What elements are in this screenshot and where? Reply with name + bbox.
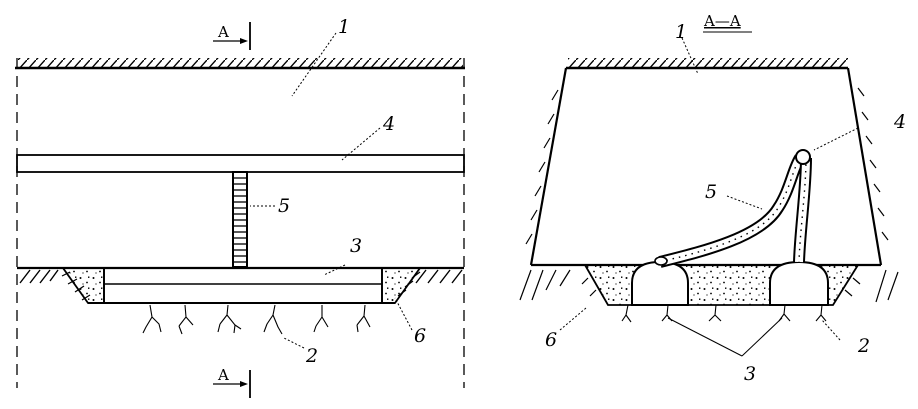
left-label-4: 4: [382, 113, 395, 135]
roots-left: [142, 304, 371, 335]
left-label-5: 5: [278, 195, 290, 217]
right-trench-side-hatching: [581, 277, 861, 297]
crossbar-4: [16, 154, 465, 173]
trench-side-hatching: [61, 271, 421, 301]
left-label-1: 1: [338, 16, 350, 38]
right-label-4: 4: [893, 111, 906, 133]
right-leader-lines: [559, 37, 859, 357]
tunnel-wall-right: [846, 67, 883, 266]
left-label-6: 6: [414, 325, 426, 347]
section-title: A—A: [703, 12, 741, 30]
left-floor-hatching: [19, 269, 463, 284]
left-label-2: 2: [305, 345, 318, 367]
tunnel-wall-left: [529, 67, 568, 266]
flexible-pipe-5: [654, 149, 812, 268]
right-label-1: 1: [675, 21, 687, 43]
right-label-2: 2: [857, 335, 870, 357]
pipe-5-vertical: [232, 171, 248, 268]
tunnel-roof-hatching: [568, 58, 848, 68]
drain-pipe-3-left: [631, 260, 689, 306]
roots-right: [621, 304, 827, 323]
drain-pipe-2: [103, 267, 383, 304]
tunnel-wall-hatching: [525, 87, 889, 245]
left-roof-hatching: [18, 58, 463, 68]
right-view: A—A: [519, 12, 906, 385]
right-floor-hatching: [519, 269, 899, 303]
trench-concrete-6-left: [61, 267, 105, 304]
trench-concrete-6-right: [381, 267, 422, 304]
section-mark-top: A: [213, 22, 251, 50]
section-mark-top-label: A: [217, 23, 229, 41]
left-view: A A 1 4 5 3 6 2: [15, 16, 465, 398]
right-label-5: 5: [705, 181, 717, 203]
section-mark-bottom-label: A: [217, 366, 229, 384]
section-mark-bottom: A: [213, 366, 251, 398]
drain-pipe-3-right: [769, 260, 829, 306]
right-label-3: 3: [744, 363, 756, 385]
right-label-6: 6: [545, 329, 557, 351]
left-label-3: 3: [350, 235, 362, 257]
left-leader-lines: [250, 32, 413, 349]
